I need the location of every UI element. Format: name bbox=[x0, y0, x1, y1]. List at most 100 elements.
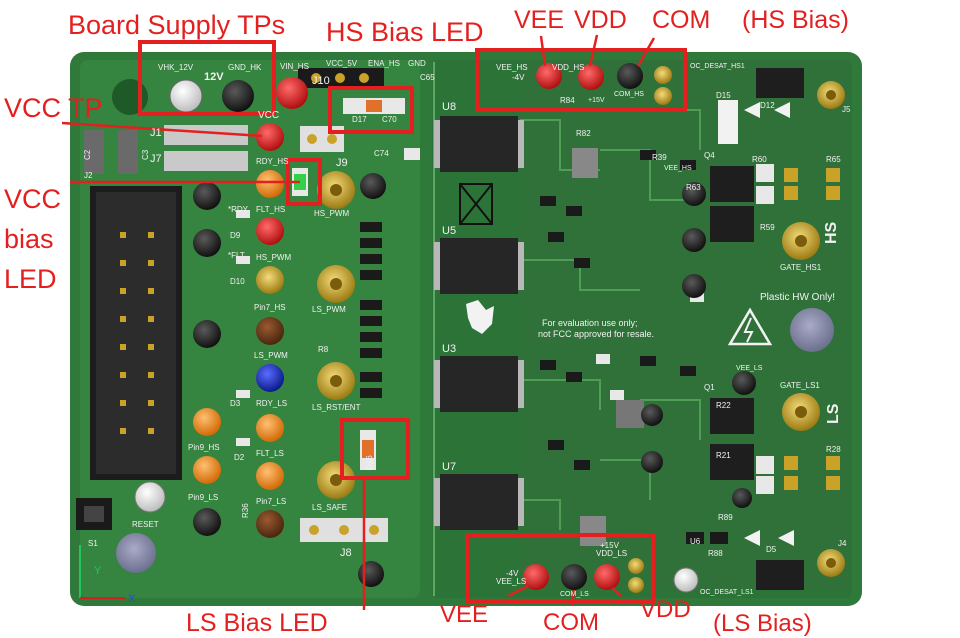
sil-u6: U6 bbox=[690, 537, 701, 546]
sma-connectors bbox=[317, 81, 845, 577]
sil-pin9-hs: Pin9_HS bbox=[188, 443, 220, 452]
sil-rdy-hs: RDY_HS bbox=[256, 157, 288, 166]
sil-vee-ls: VEE_LS bbox=[496, 577, 526, 586]
gss-pads bbox=[756, 164, 774, 494]
sil-hs-pwm-sma: HS_PWM bbox=[314, 209, 349, 218]
sil-j7: J7 bbox=[150, 153, 162, 165]
ic-packages bbox=[440, 116, 518, 530]
sil-r63: R63 bbox=[686, 183, 701, 192]
sil-evaluation-1: For evaluation use only; bbox=[542, 318, 638, 328]
d15-diode bbox=[718, 100, 738, 144]
sil-r88: R88 bbox=[708, 549, 723, 558]
sil-c3: C3 bbox=[141, 149, 150, 160]
smd-passives bbox=[360, 150, 728, 544]
sil-vhk-12v: VHK_12V bbox=[158, 63, 194, 72]
sil-vdd-ls: VDD_LS bbox=[596, 549, 627, 558]
sil-r82: R82 bbox=[576, 129, 591, 138]
sil-vee-hs2: VEE_HS bbox=[664, 165, 692, 172]
sil-minus4v-ls: -4V bbox=[506, 569, 519, 578]
sil-ls: LS bbox=[825, 403, 842, 424]
c2-cap bbox=[84, 130, 104, 174]
sil-vin-hs: VIN_HS bbox=[280, 62, 309, 71]
sil-d5: D5 bbox=[766, 545, 777, 554]
sil-u5: U5 bbox=[442, 225, 456, 237]
sil-j9: J9 bbox=[336, 157, 348, 169]
sil-reset: RESET bbox=[132, 520, 159, 529]
label-hs-bias: (HS Bias) bbox=[742, 6, 849, 34]
sil-vcc-5v: VCC_5V bbox=[326, 59, 358, 68]
sil-r60: R60 bbox=[752, 155, 767, 164]
sil-c74: C74 bbox=[374, 149, 389, 158]
label-vee-top: VEE bbox=[514, 6, 565, 34]
sil-d9: D9 bbox=[230, 231, 241, 240]
sil-com-ls: COM_LS bbox=[560, 591, 589, 598]
sil-flt-hs: FLT_HS bbox=[256, 205, 285, 214]
sil-vee-hs: VEE_HS bbox=[496, 63, 528, 72]
power-components bbox=[572, 68, 804, 590]
sil-plastic-hw: Plastic HW Only! bbox=[760, 292, 835, 303]
mount-hole-tl bbox=[112, 79, 148, 115]
sil-r84: R84 bbox=[560, 96, 575, 105]
sil-rdy-ls: RDY_LS bbox=[256, 399, 287, 408]
sil-j10: J10 bbox=[312, 75, 330, 87]
axis-x-label: X bbox=[128, 593, 136, 605]
sil-d10: D10 bbox=[230, 277, 245, 286]
sil-pin9-ls: Pin9_LS bbox=[188, 493, 218, 502]
c3-cap bbox=[118, 130, 138, 174]
sil-j4: J4 bbox=[838, 539, 847, 548]
sil-q4: Q4 bbox=[704, 151, 715, 160]
sil-u8: U8 bbox=[442, 101, 456, 113]
sil-c70: C70 bbox=[382, 115, 397, 124]
label-vdd-top: VDD bbox=[574, 6, 627, 34]
label-vcc-bias-led-3: LED bbox=[4, 264, 57, 294]
sil-ls-pwm: LS_PWM bbox=[254, 351, 288, 360]
sil-q1: Q1 bbox=[704, 383, 715, 392]
sil-d2: D2 bbox=[234, 453, 245, 462]
sil-gate-ls1: GATE_LS1 bbox=[780, 381, 820, 390]
ti-logo-icon bbox=[466, 300, 494, 334]
mount-hole-right bbox=[790, 308, 834, 352]
axis-y-label: Y bbox=[94, 565, 102, 577]
sil-u3: U3 bbox=[442, 343, 456, 355]
j2-header bbox=[164, 151, 248, 171]
sil-c2: C2 bbox=[83, 149, 92, 160]
sil-gnd-top: GND bbox=[408, 59, 426, 68]
sil-gate-hs1: GATE_HS1 bbox=[780, 263, 822, 272]
sil-vcc: VCC bbox=[258, 110, 279, 121]
sil-evaluation-2: not FCC approved for resale. bbox=[538, 329, 654, 339]
sil-vee-ls2: VEE_LS bbox=[736, 365, 763, 372]
label-vcc-bias-led-2: bias bbox=[4, 224, 54, 254]
hv-warning-icon bbox=[727, 307, 773, 346]
sil-plus15v-ls: +15V bbox=[600, 541, 620, 550]
sil-12v: 12V bbox=[204, 71, 224, 83]
mount-hole-bl bbox=[116, 533, 156, 573]
sil-r36: R36 bbox=[241, 503, 250, 518]
annotation-leaders bbox=[61, 34, 656, 610]
sil-c65: C65 bbox=[420, 73, 435, 82]
sil-r59: R59 bbox=[760, 223, 775, 232]
label-vee-bottom: VEE bbox=[440, 601, 489, 628]
sil-d12: D12 bbox=[760, 101, 775, 110]
ic-pins bbox=[434, 120, 524, 526]
sil-minus4v-hs: -4V bbox=[512, 73, 525, 82]
sil-r8: R8 bbox=[318, 345, 329, 354]
sil-j2: J2 bbox=[84, 171, 93, 180]
sil-j8: J8 bbox=[340, 547, 352, 559]
sil-gnd-hk: GND_HK bbox=[228, 63, 262, 72]
sil-j1: J1 bbox=[150, 127, 162, 139]
test-points bbox=[134, 63, 756, 593]
annotation-boxes bbox=[138, 40, 687, 603]
sil-d17: D17 bbox=[352, 115, 367, 124]
sil-flt-ls: FLT_LS bbox=[256, 449, 284, 458]
label-ls-bias-led: LS Bias LED bbox=[186, 609, 328, 637]
sil-d3: D3 bbox=[230, 399, 241, 408]
sil-s1: S1 bbox=[88, 539, 98, 548]
j9-header bbox=[300, 126, 344, 152]
sil-ls-safe: LS_SAFE bbox=[312, 503, 347, 512]
sil-r65: R65 bbox=[826, 155, 841, 164]
sil-r39: R39 bbox=[652, 153, 667, 162]
sil-r21: R21 bbox=[716, 451, 731, 460]
label-board-supply-tps: Board Supply TPs bbox=[68, 10, 286, 40]
sil-u7: U7 bbox=[442, 461, 456, 473]
